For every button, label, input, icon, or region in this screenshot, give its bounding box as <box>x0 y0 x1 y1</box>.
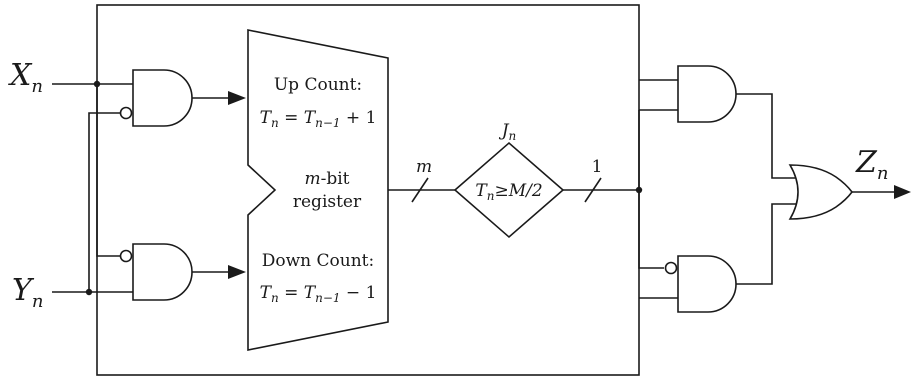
input-x-label: Xn <box>8 58 43 97</box>
lower-gate-inverter-bubble <box>119 249 133 263</box>
jn-vertical-wire <box>638 110 664 269</box>
lower-and-gate <box>132 243 193 301</box>
lower-gate-arrow <box>228 265 246 279</box>
m-bit-register <box>247 29 389 351</box>
upper-right-and-gate <box>677 65 737 123</box>
x-to-lower-gate-wire <box>96 84 121 257</box>
upper-right-gate-to-or-wire <box>736 93 800 179</box>
output-arrow <box>894 185 911 199</box>
output-or-gate <box>788 164 854 220</box>
input-y-label: Yn <box>12 273 43 312</box>
lower-right-inverter-bubble <box>664 261 678 275</box>
single-bit-label: 1 <box>592 157 603 177</box>
upper-gate-arrow <box>228 91 246 105</box>
comparator-output-label: Jn <box>499 121 517 143</box>
register-up-equation: Tn = Tn−1 + 1 <box>260 108 377 130</box>
comparator-expression: Tn≥M/2 <box>475 181 542 203</box>
register-down-equation: Tn = Tn−1 − 1 <box>260 283 377 305</box>
register-down-title: Down Count: <box>262 251 374 271</box>
upper-and-gate <box>132 69 193 127</box>
output-z-label: Zn <box>855 145 888 184</box>
register-width-label: m-bit <box>304 169 349 189</box>
y-to-upper-gate-wire <box>88 112 121 292</box>
bus-width-slash <box>411 177 429 203</box>
lower-right-and-gate <box>677 255 737 313</box>
upper-gate-inverter-bubble <box>119 106 133 120</box>
register-up-title: Up Count: <box>274 75 362 95</box>
lower-right-gate-to-or-wire <box>736 203 800 285</box>
bus-width-label: m <box>416 157 432 177</box>
register-name-label: register <box>293 192 362 212</box>
single-bit-slash <box>584 177 602 203</box>
